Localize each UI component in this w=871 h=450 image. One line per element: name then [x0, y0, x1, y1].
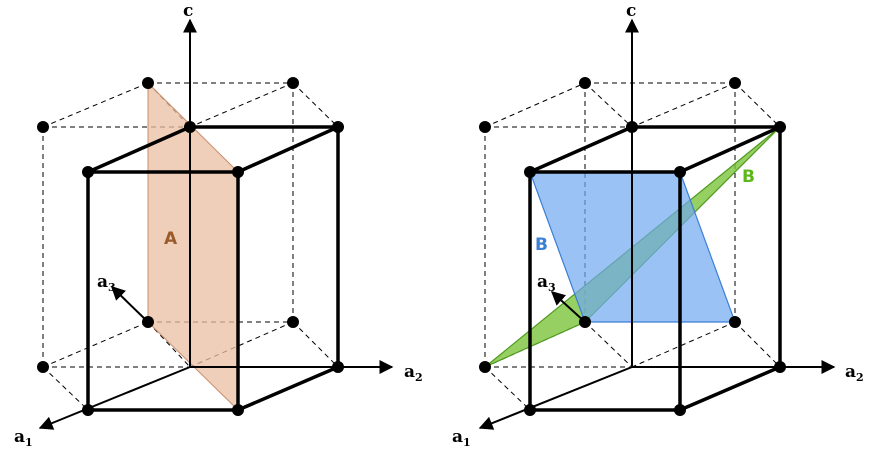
left-axes: [38, 18, 394, 430]
right-axis-c-label: c: [626, 1, 636, 21]
right-axes: [478, 18, 836, 430]
plane-a-label: A: [164, 229, 178, 249]
right-axis-a3-label: a3: [537, 272, 556, 294]
left-axis-a1-label: a1: [14, 427, 33, 449]
right-axis-a2-label: a2: [845, 362, 864, 384]
right-solid-edges: [528, 125, 782, 412]
left-axis-a3-label: a3: [97, 272, 116, 294]
left-axis-c-label: c: [183, 1, 193, 21]
left-axis-a2-label: a2: [404, 362, 423, 384]
left-solid-edges: [86, 125, 340, 412]
left-figure: c a2 a1 a3 A: [14, 1, 423, 449]
right-axis-a1-label: a1: [452, 427, 471, 449]
right-figure: c a2 a1 a3 B B: [452, 1, 864, 449]
plane-b-blue-label: B: [535, 235, 548, 255]
left-atoms: [37, 77, 344, 416]
plane-b-green-label: B: [742, 167, 755, 187]
right-atoms: [479, 77, 786, 416]
